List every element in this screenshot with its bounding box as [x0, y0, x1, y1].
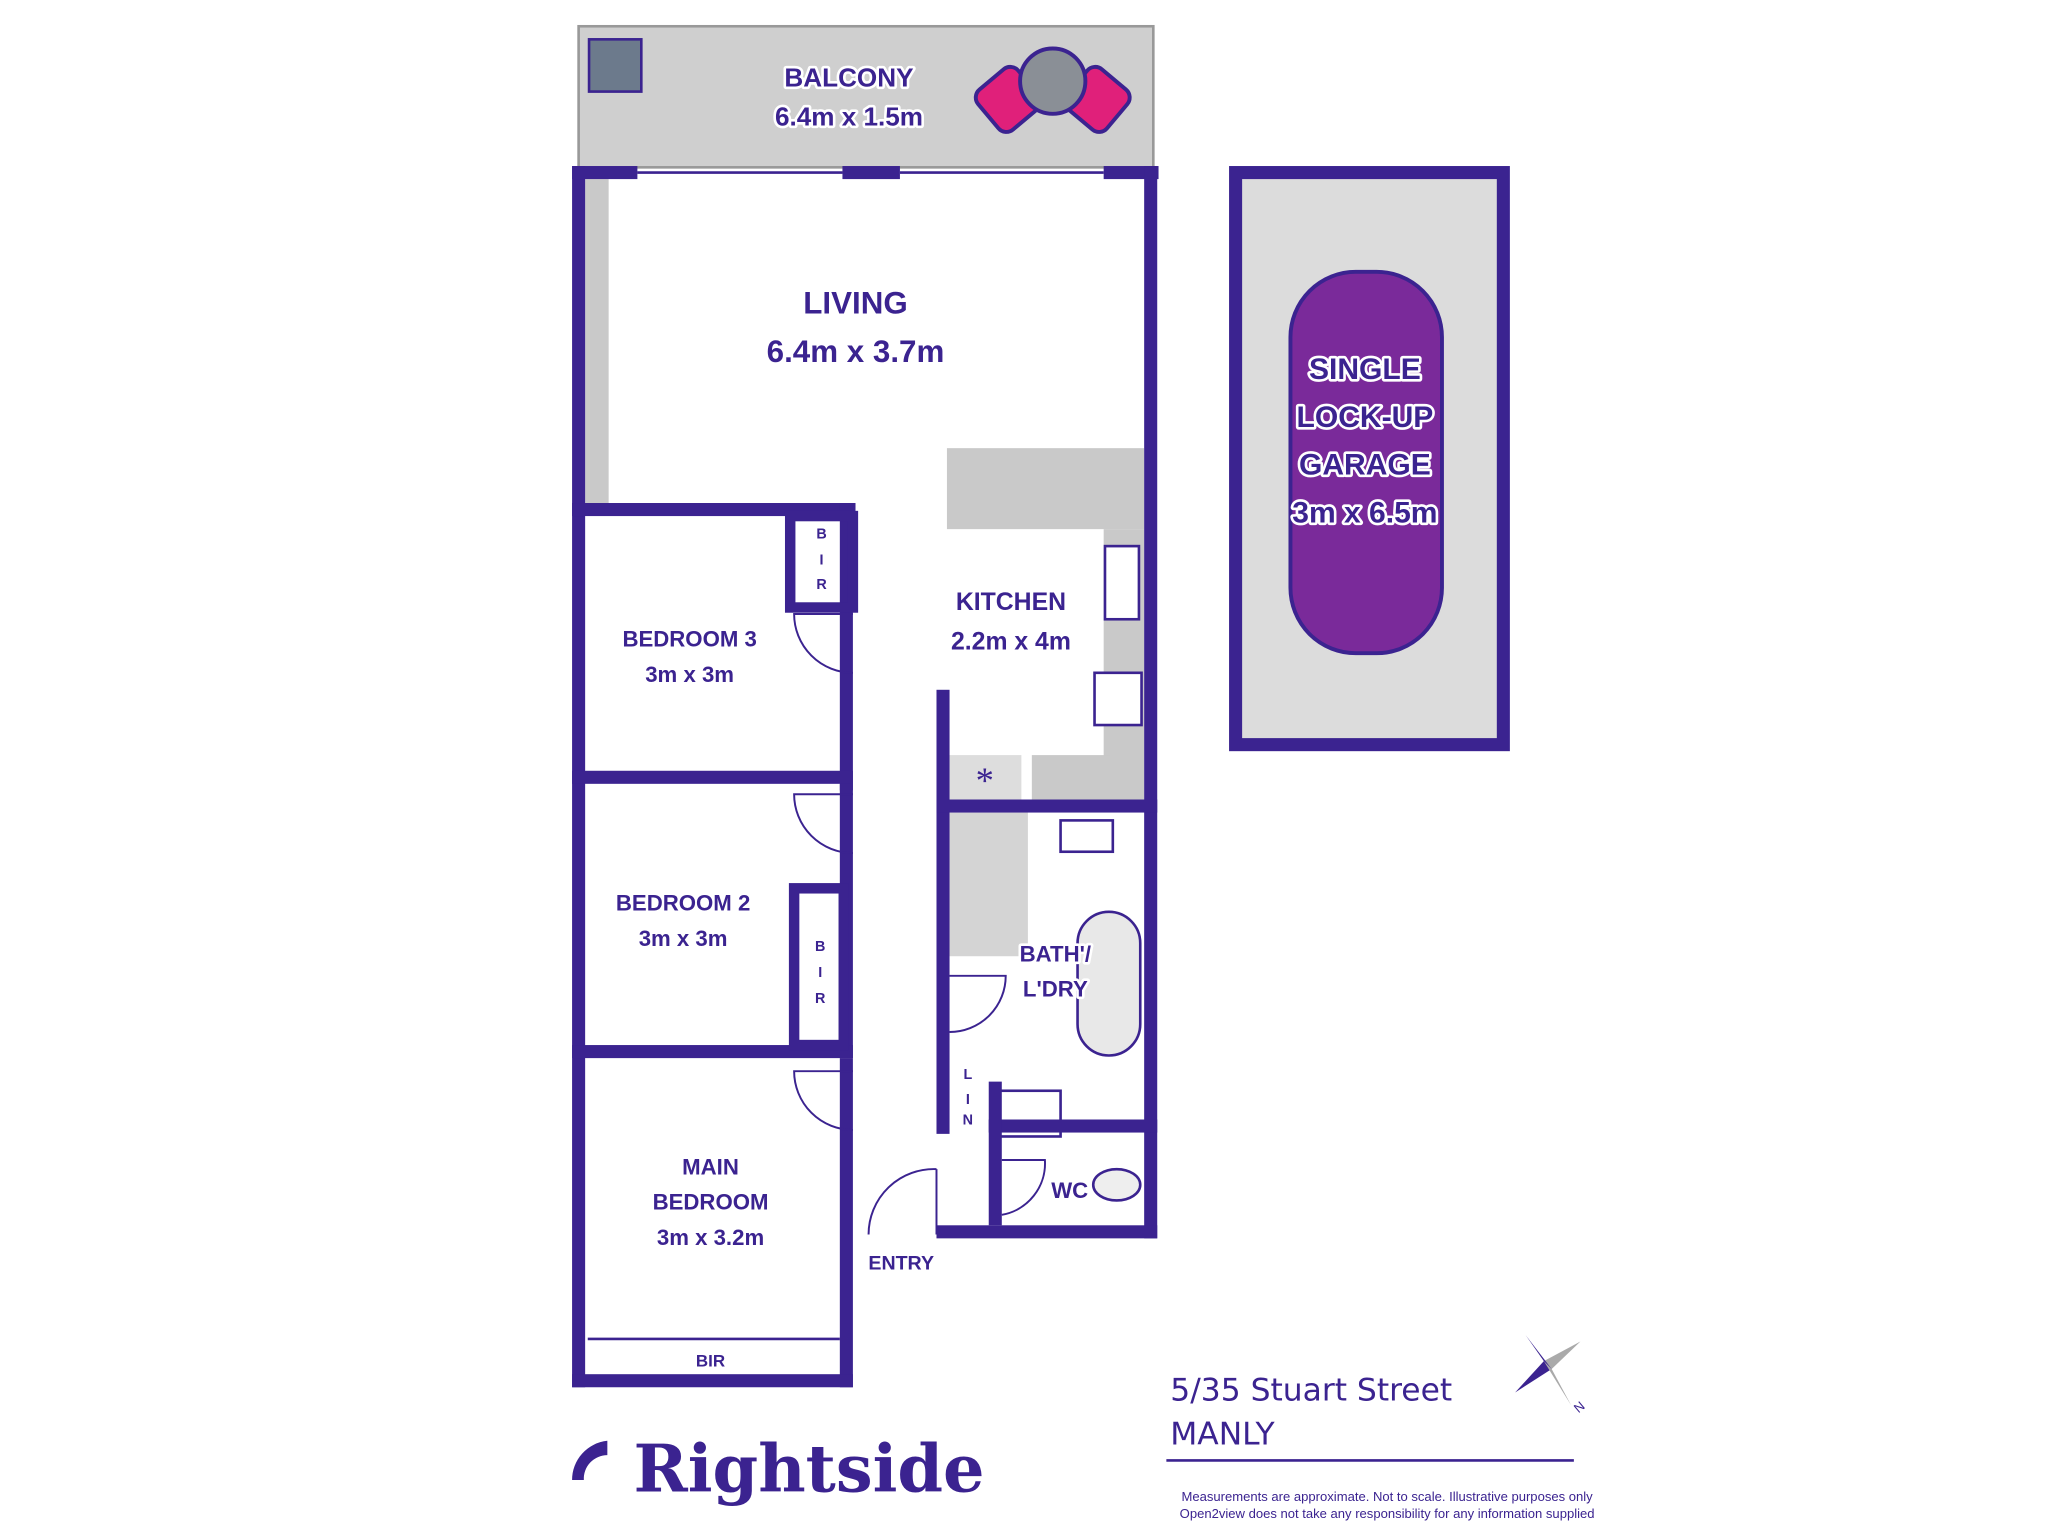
address-street: 5/35 Stuart Street: [1170, 1372, 1452, 1408]
fridge-icon: *: [976, 760, 994, 801]
car-icon: [1288, 269, 1444, 656]
kitchen-counter: [946, 448, 1145, 800]
walls: [572, 166, 1159, 1388]
compass-icon: N: [1515, 1335, 1588, 1416]
sink-icon: [1103, 544, 1141, 621]
linen-letter: N: [963, 1113, 973, 1129]
main-bedroom-label-2: BEDROOM: [653, 1190, 769, 1215]
bath-label-1: BATH'/: [1020, 941, 1091, 966]
bir-letter: R: [815, 991, 826, 1007]
kitchen-label: KITCHEN: [956, 589, 1066, 616]
bedroom3-label: BEDROOM 3: [622, 627, 756, 652]
garage: SINGLE LOCK-UP GARAGE 3m x 6.5m: [1229, 166, 1510, 752]
entry-label: ENTRY: [868, 1253, 934, 1275]
rightside-logo-mark: [572, 1440, 608, 1480]
compass-north-label: N: [1571, 1398, 1588, 1416]
balcony-label: BALCONY: [784, 62, 913, 92]
bir-letter: R: [816, 577, 827, 593]
balcony: BALCONY 6.4m x 1.5m: [577, 24, 1155, 169]
bath-label-2: L'DRY: [1023, 977, 1088, 1002]
garage-label-2: LOCK-UP: [1296, 401, 1433, 434]
bathtub-icon: [1076, 910, 1142, 1057]
living-size: 6.4m x 3.7m: [767, 334, 945, 369]
bedroom2-size: 3m x 3m: [639, 926, 728, 951]
doors: [793, 613, 1046, 1235]
bir-letter: I: [820, 552, 824, 568]
linen-letter: I: [966, 1092, 970, 1108]
wc-label: WC: [1051, 1178, 1088, 1203]
toilet-icon: [1091, 1167, 1142, 1202]
main-bir-label: BIR: [696, 1351, 725, 1370]
kitchen-size: 2.2m x 4m: [951, 628, 1071, 655]
garage-size: 3m x 6.5m: [1292, 497, 1437, 530]
basin-icon: [1059, 819, 1115, 854]
bedroom2-label: BEDROOM 2: [616, 891, 750, 916]
main-bedroom-size: 3m x 3.2m: [657, 1225, 764, 1250]
garage-label-1: SINGLE: [1309, 353, 1421, 386]
balcony-size: 6.4m x 1.5m: [775, 102, 923, 132]
table-chairs-icon: [973, 46, 1132, 134]
bir-letter: I: [818, 965, 822, 981]
cooktop-icon: [1093, 671, 1143, 727]
bedroom3-size: 3m x 3m: [645, 662, 734, 687]
disclaimer-line-2: Open2view does not take any responsibili…: [1180, 1506, 1595, 1521]
garage-label-3: GARAGE: [1299, 448, 1431, 481]
bir-letter: B: [815, 939, 825, 955]
rightside-logo: Rightside: [633, 1432, 984, 1508]
disclaimer-line-1: Measurements are approximate. Not to sca…: [1182, 1489, 1594, 1504]
address-suburb: MANLY: [1170, 1417, 1275, 1453]
bir-letter: B: [816, 526, 826, 542]
living-label: LIVING: [803, 286, 907, 321]
main-bedroom-label-1: MAIN: [682, 1154, 739, 1179]
shower: [949, 812, 1028, 957]
linen-letter: L: [963, 1067, 972, 1083]
plant-icon: [587, 38, 643, 93]
